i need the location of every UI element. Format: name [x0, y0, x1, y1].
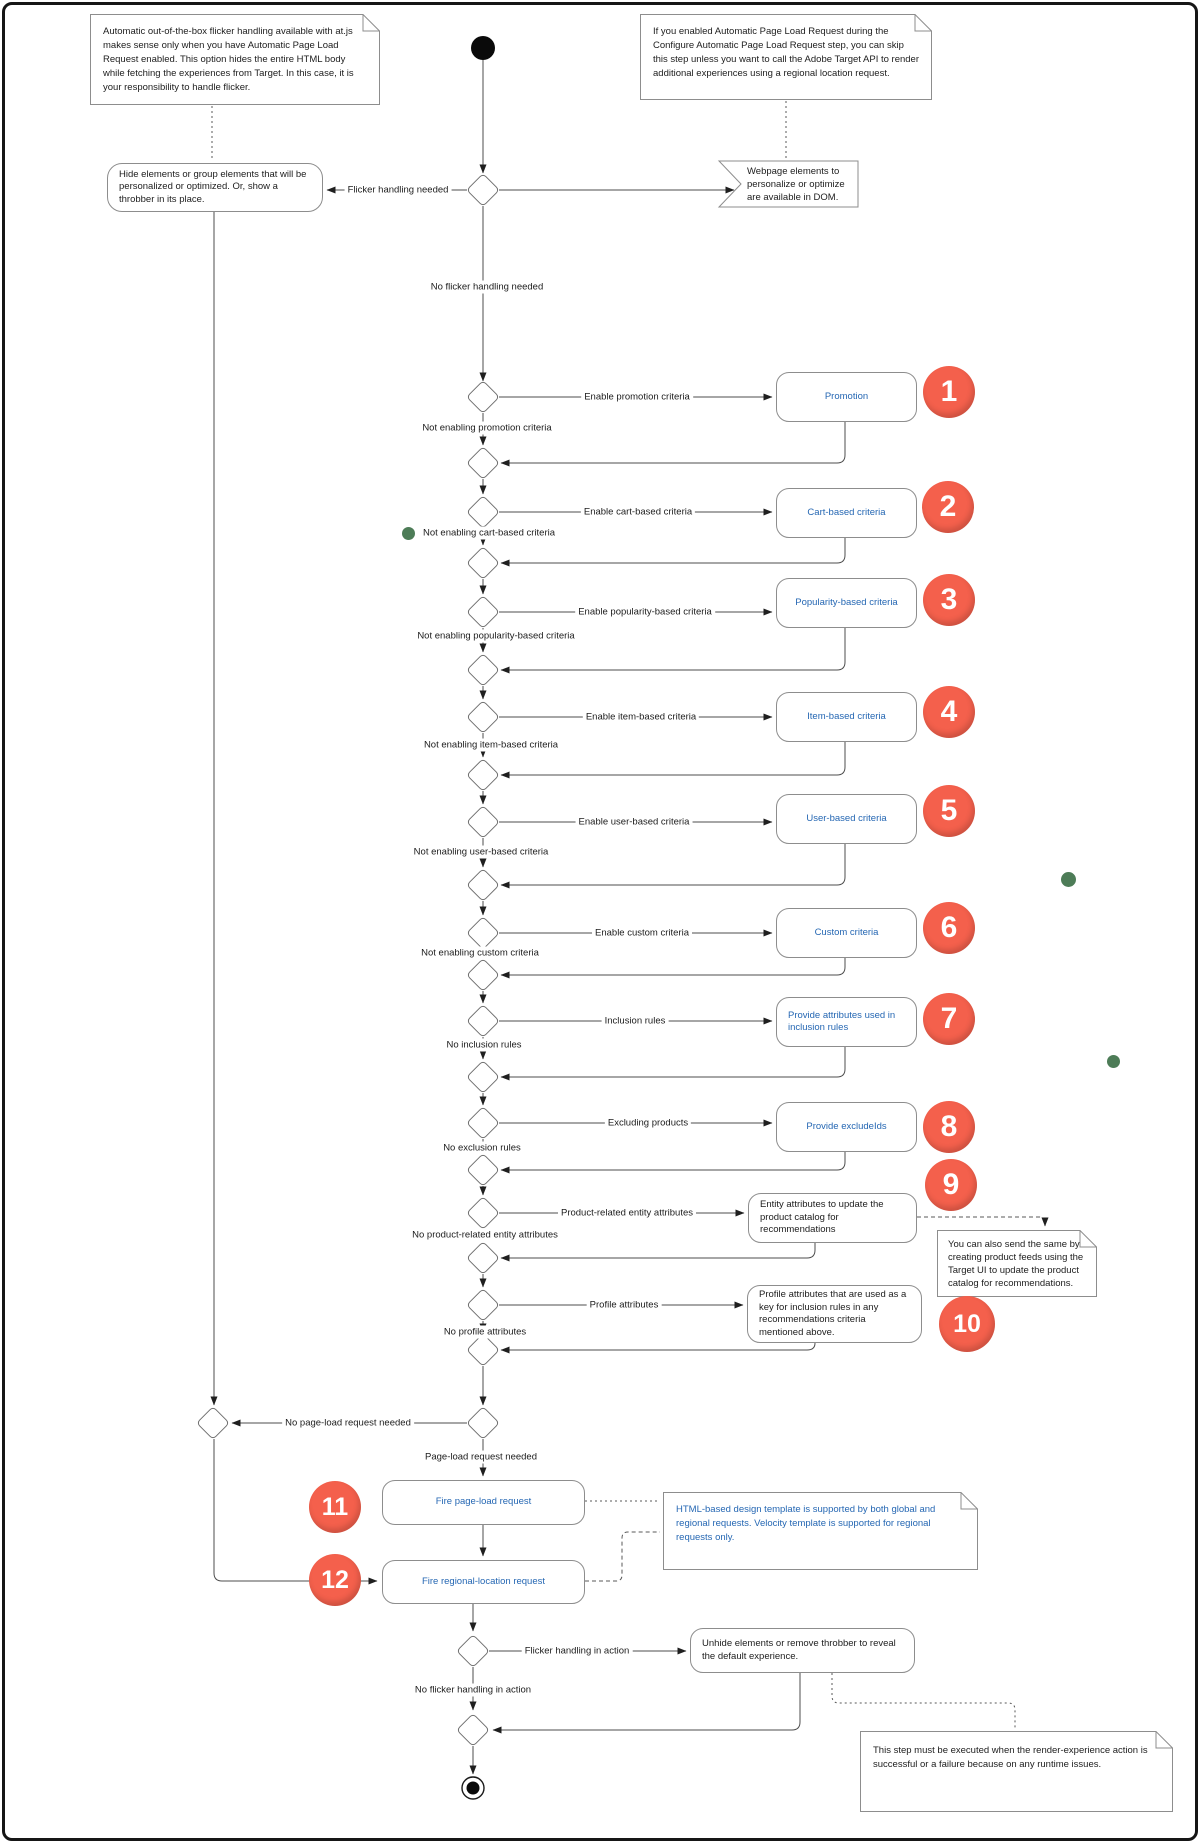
note-text: HTML-based design template is supported …	[676, 1504, 936, 1543]
note-text: You can also send the same by creating p…	[948, 1239, 1084, 1289]
step-box-promotion[interactable]: Promotion	[776, 372, 917, 422]
edge-label-enable: Excluding products	[604, 1116, 692, 1130]
edge-label-skip: Not enabling cart-based criteria	[419, 526, 559, 540]
note-product-feeds: You can also send the same by creating p…	[937, 1230, 1097, 1297]
edge-label-skip: Not enabling promotion criteria	[419, 421, 555, 435]
edge-label-enable: Enable user-based criteria	[575, 815, 693, 829]
edge-label-enable: Enable cart-based criteria	[580, 505, 696, 519]
edge-label-no-flicker-needed: No flicker handling needed	[427, 280, 547, 294]
note-text: If you enabled Automatic Page Load Reque…	[653, 26, 919, 79]
action-unhide-elements: Unhide elements or remove throbber to re…	[690, 1628, 915, 1673]
step-badge-5: 5	[923, 785, 975, 837]
step-badge-9: 9	[925, 1159, 977, 1211]
edge-label-skip: No profile attributes	[440, 1325, 530, 1339]
step-box-fire-pageload[interactable]: Fire page-load request	[382, 1480, 585, 1525]
edge-label-no-pageload: No page-load request needed	[282, 1416, 414, 1430]
edge-label-enable: Enable popularity-based criteria	[575, 605, 715, 619]
step-box-custom-criteria[interactable]: Custom criteria	[776, 908, 917, 958]
note-text: Automatic out-of-the-box flicker handlin…	[103, 26, 354, 93]
edge-label-flicker-needed: Flicker handling needed	[344, 183, 452, 197]
step-badge-3: 3	[923, 574, 975, 626]
decision-diamonds	[197, 174, 499, 1746]
edge-label-enable: Enable custom criteria	[592, 926, 692, 940]
edge-label-enable: Product-related entity attributes	[557, 1206, 697, 1220]
edge-label-flicker-in-action: Flicker handling in action	[521, 1644, 633, 1658]
step-badge-4: 4	[923, 686, 975, 738]
note-connectors	[211, 101, 1049, 1728]
step-box-inclusion-rules[interactable]: Provide attributes used in inclusion rul…	[776, 997, 917, 1047]
step-box-entity-attributes: Entity attributes to update the product …	[748, 1193, 917, 1243]
step-badge-6: 6	[923, 902, 975, 954]
step-box-exclude-ids[interactable]: Provide excludeIds	[776, 1102, 917, 1152]
step-badge-11: 11	[309, 1481, 361, 1533]
end-node	[461, 1776, 485, 1800]
step-badge-8: 8	[923, 1101, 975, 1153]
edge-label-enable: Profile attributes	[586, 1298, 662, 1312]
start-node	[471, 36, 495, 60]
step-box-item-based[interactable]: Item-based criteria	[776, 692, 917, 742]
green-dot-marker	[1060, 871, 1076, 887]
edge-label-enable: Enable promotion criteria	[581, 390, 693, 404]
note-text: This step must be executed when the rend…	[873, 1745, 1148, 1770]
edge-label-skip: Not enabling custom criteria	[418, 946, 542, 960]
green-dot-marker	[1106, 1054, 1120, 1068]
edge-label-skip: Not enabling user-based criteria	[410, 845, 552, 859]
step-badge-10: 10	[939, 1296, 995, 1352]
action-hide-elements: Hide elements or group elements that wil…	[107, 163, 323, 212]
edge-label-pageload: Page-load request needed	[422, 1450, 540, 1464]
note-design-template: HTML-based design template is supported …	[663, 1492, 978, 1570]
green-dot-marker	[401, 526, 415, 540]
edge-label-skip: No exclusion rules	[440, 1141, 524, 1155]
note-render-experience: This step must be executed when the rend…	[860, 1731, 1173, 1812]
step-box-profile-attributes: Profile attributes that are used as a ke…	[747, 1285, 922, 1343]
step-box-user-based[interactable]: User-based criteria	[776, 794, 917, 844]
step-badge-2: 2	[922, 481, 974, 533]
step-box-cart-based[interactable]: Cart-based criteria	[776, 488, 917, 538]
edge-label-skip: Not enabling item-based criteria	[420, 738, 562, 752]
note-flicker-handling: Automatic out-of-the-box flicker handlin…	[90, 14, 380, 105]
edge-label-skip: No inclusion rules	[443, 1038, 525, 1052]
edge-label-no-flicker-in-action: No flicker handling in action	[411, 1683, 535, 1697]
step-badge-12: 12	[309, 1554, 361, 1606]
step-badge-1: 1	[923, 366, 975, 418]
receive-signal-shape	[717, 160, 859, 208]
edge-label-skip: No product-related entity attributes	[409, 1228, 561, 1242]
step-box-popularity-based[interactable]: Popularity-based criteria	[776, 578, 917, 628]
note-page-load-request: If you enabled Automatic Page Load Reque…	[640, 14, 932, 100]
step-box-fire-regional[interactable]: Fire regional-location request	[382, 1560, 585, 1604]
signal-webpage-elements-label: Webpage elements to personalize or optim…	[747, 166, 845, 203]
edge-label-skip: Not enabling popularity-based criteria	[414, 629, 578, 643]
edge-label-enable: Enable item-based criteria	[582, 710, 700, 724]
edge-label-enable: Inclusion rules	[601, 1014, 669, 1028]
step-badge-7: 7	[923, 993, 975, 1045]
